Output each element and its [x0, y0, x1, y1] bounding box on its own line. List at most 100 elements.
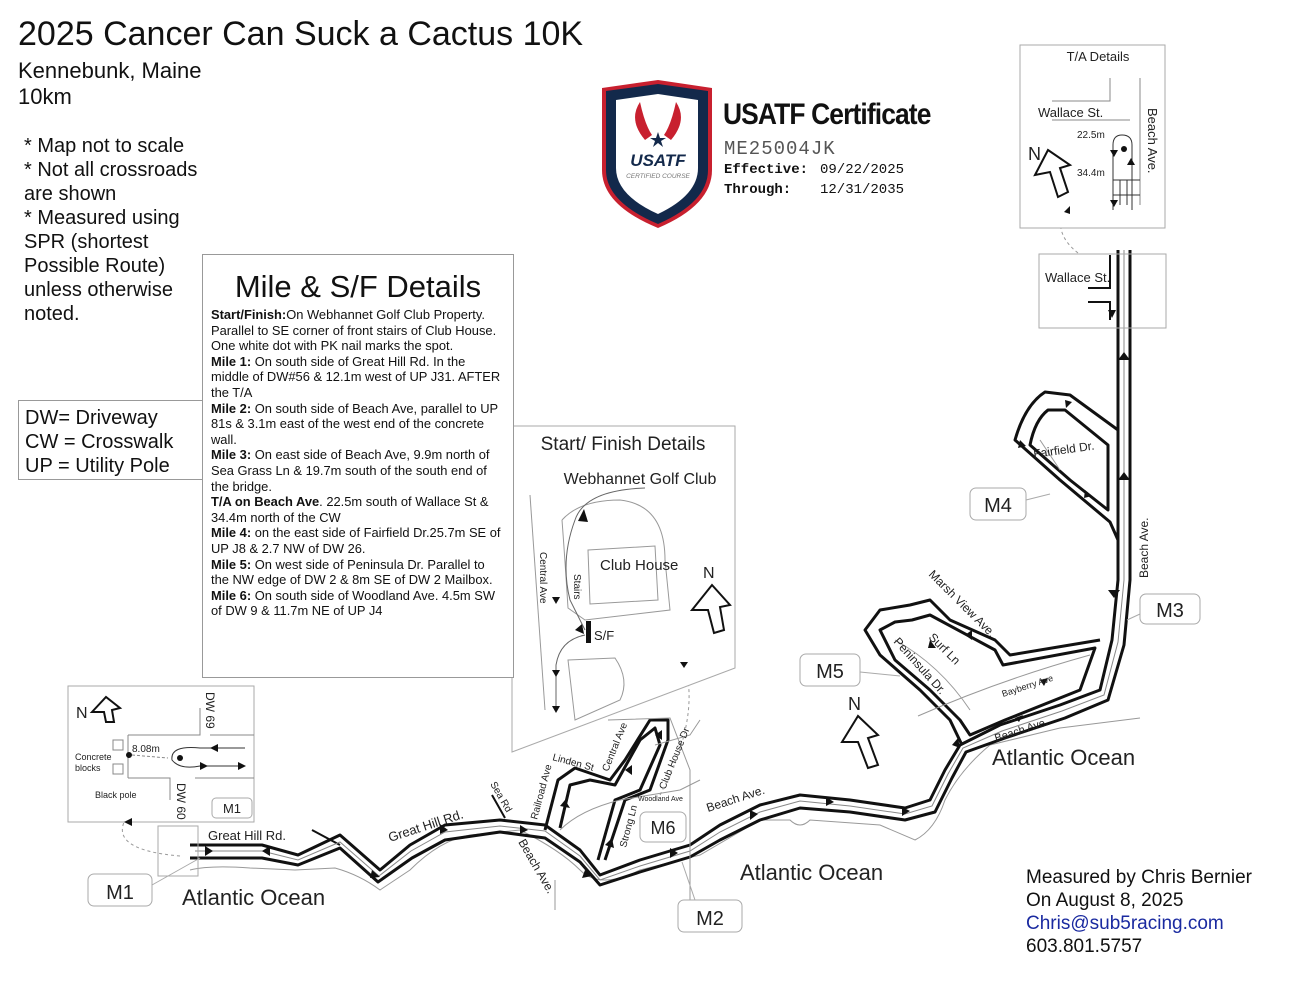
arrow-icon [750, 810, 758, 820]
through-date: 12/31/2035 [820, 182, 905, 198]
svg-text:T/A Details: T/A Details [1067, 49, 1130, 64]
through-label: Through: [724, 182, 792, 198]
measured-by: Measured by Chris Bernier On August 8, 2… [1026, 866, 1252, 958]
mile-detail-ta: T/A on Beach Ave. 22.5m south of Wallace… [211, 494, 489, 525]
mile-markers: M1 M2 M3 M4 M5 M6 [87, 487, 1201, 933]
direction-arrows [205, 310, 1130, 878]
svg-text:Beach Ave.: Beach Ave. [1145, 108, 1160, 174]
mile-detail-start: Start/Finish:On Webhannet Golf Club Prop… [211, 307, 497, 354]
svg-text:M3: M3 [1156, 600, 1184, 622]
measure-date: On August 8, 2025 [1026, 890, 1184, 911]
route-centerline [195, 250, 1125, 881]
arrow-icon [655, 730, 662, 740]
svg-text:DW 60: DW 60 [174, 783, 188, 820]
street-label: Great Hill Rd. [208, 828, 286, 843]
mile-detail-2: Mile 2: On south side of Beach Ave, para… [211, 400, 498, 447]
svg-text:M1: M1 [223, 801, 241, 816]
arrow-icon [1108, 590, 1120, 598]
arrow-icon [520, 825, 528, 834]
effective-label: Effective: [724, 162, 809, 178]
badge-subtext: CERTIFIED COURSE [626, 173, 690, 180]
arrow-icon [605, 838, 614, 848]
email-link[interactable]: Chris@sub5racing.com [1026, 913, 1224, 934]
svg-text:M4: M4 [984, 495, 1012, 517]
legend-item: DW= Driveway [25, 407, 158, 429]
arrow-icon [582, 870, 592, 878]
svg-text:Stairs: Stairs [571, 574, 582, 600]
ta-details-inset: T/A Details Wallace St. Beach Ave. 22.5m… [1019, 44, 1166, 229]
arrow-icon [670, 848, 678, 858]
certificate-title: USATF Certificate [723, 98, 931, 131]
marker-m6: M6 [639, 811, 687, 843]
svg-text:Black pole: Black pole [95, 790, 137, 800]
arrow-icon [1018, 440, 1026, 448]
marker-m4: M4 [969, 487, 1051, 521]
street-label: Beach Ave. [515, 837, 557, 896]
water-labels: Atlantic Ocean Atlantic Ocean Atlantic O… [182, 745, 1135, 910]
distance: 10km [18, 84, 72, 109]
svg-text:N: N [848, 694, 861, 714]
svg-text:8.08m: 8.08m [132, 744, 160, 755]
arrow-icon [262, 846, 270, 856]
badge-text: USATF [630, 151, 686, 170]
sf-details-inset: Start/ Finish Details Webhannet Golf Clu… [511, 425, 736, 753]
measurer: Measured by Chris Bernier [1026, 867, 1252, 888]
svg-text:S/F: S/F [594, 628, 614, 643]
street-label: Marsh View Ave. [926, 567, 999, 640]
north-arrow-icon [89, 695, 123, 723]
arrow-icon [625, 765, 632, 775]
arrow-icon [965, 630, 972, 640]
arrow-icon [1040, 678, 1048, 686]
certificate-through: Through: 12/31/2035 [724, 182, 904, 198]
course-route [190, 250, 1132, 887]
arrow-icon [560, 800, 570, 808]
concrete-label: Concrete [75, 752, 112, 762]
m1-details-inset: N DW 69 DW 60 8.08m Concrete blocks Blac… [67, 685, 255, 877]
svg-text:M6: M6 [650, 818, 675, 838]
arrow-icon [1065, 400, 1072, 408]
note-item: * Measured using SPR (shortest Possible … [24, 207, 180, 325]
usatf-badge-icon: USATF CERTIFIED COURSE [602, 80, 712, 228]
mile-details-panel: Mile & S/F Details Start/Finish:On Webha… [202, 254, 514, 678]
note-item: * Map not to scale [24, 135, 185, 157]
svg-text:Wallace St.: Wallace St. [1038, 105, 1103, 120]
coastline [189, 717, 1141, 910]
abbreviation-legend: DW= Driveway CW = Crosswalk UP = Utility… [18, 400, 203, 480]
wallace-inset-frame [1038, 253, 1167, 329]
arrow-icon [928, 640, 936, 648]
street-label: Beach Ave. [705, 783, 767, 815]
svg-text:Club House: Club House [600, 557, 678, 574]
svg-text:N: N [1028, 144, 1041, 164]
arrow-icon [440, 824, 448, 834]
north-arrow-icon [689, 583, 732, 635]
svg-text:M1: M1 [106, 882, 134, 904]
marker-m1: M1 [87, 857, 201, 907]
arrow-icon [952, 738, 960, 748]
mile-detail-5: Mile 5: On west side of Peninsula Dr. Pa… [211, 556, 493, 588]
page-title: 2025 Cancer Can Suck a Cactus 10K [18, 15, 584, 53]
svg-text:M2: M2 [696, 908, 724, 930]
arrow-icon [1118, 472, 1130, 480]
svg-text:22.5m: 22.5m [1077, 130, 1105, 141]
arrow-icon [902, 807, 910, 816]
arrow-icon [1015, 715, 1023, 722]
certificate-effective: Effective:09/22/2025 [724, 162, 904, 178]
legend-item: CW = Crosswalk [25, 431, 174, 453]
water-label: Atlantic Ocean [740, 860, 883, 885]
water-label: Atlantic Ocean [992, 745, 1135, 770]
water-label: Atlantic Ocean [182, 885, 325, 910]
marker-m3: M3 [1126, 593, 1201, 625]
mile-detail-6: Mile 6: On south side of Woodland Ave. 4… [211, 587, 495, 619]
marker-m2: M2 [677, 861, 743, 933]
street-label: Beach Ave. [1137, 518, 1151, 579]
arrow-icon [205, 846, 213, 856]
mile-details-heading: Mile & S/F Details [234, 269, 482, 304]
svg-text:M5: M5 [816, 661, 844, 683]
concrete-label-2: blocks [75, 763, 101, 773]
location: Kennebunk, Maine [18, 58, 202, 83]
page-subtitle: Kennebunk, Maine 10km [18, 58, 201, 110]
street-label: Wallace St. [1045, 270, 1110, 285]
mile-detail-4: Mile 4: on the east side of Fairfield Dr… [211, 525, 501, 556]
svg-text:Central Ave: Central Ave [537, 552, 548, 604]
